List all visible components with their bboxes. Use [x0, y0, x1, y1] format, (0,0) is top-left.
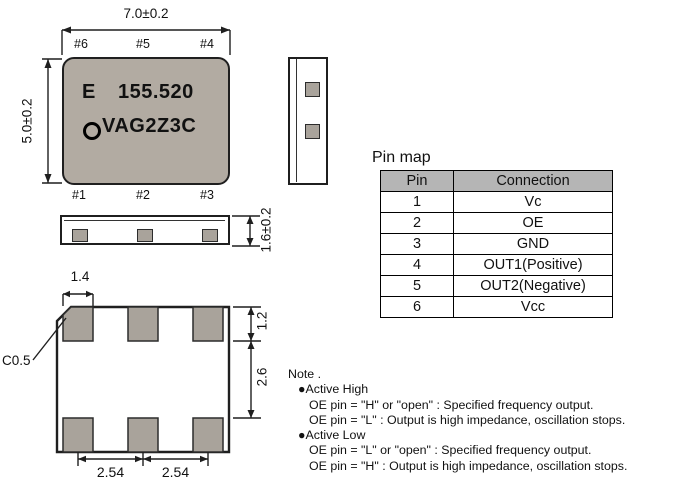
- front-view-pad: [202, 229, 218, 242]
- note-line: OE pin = "L" : Output is high impedance,…: [309, 412, 626, 427]
- dim-label-package-thickness: 1.6±0.2: [258, 207, 274, 253]
- pin-cell: 4: [380, 254, 454, 276]
- side-view-pad: [305, 124, 320, 139]
- table-row: 5 OUT2(Negative): [380, 275, 613, 297]
- table-row: 3 GND: [380, 233, 613, 255]
- pin-label-2: #2: [136, 188, 150, 202]
- table-row: 1 Vc: [380, 191, 613, 213]
- note-line: OE pin = "H" or "open" : Specified frequ…: [309, 397, 594, 412]
- dim-label-pad-height: 1.2: [254, 311, 270, 331]
- connection-cell: Vcc: [453, 296, 613, 318]
- pin-map-header-row: Pin Connection: [380, 170, 613, 192]
- dim-line-package-height: [42, 58, 62, 184]
- marking-vendor-letter: E: [82, 81, 96, 103]
- note-active-low-heading: ●Active Low: [298, 428, 366, 443]
- dim-label-package-height: 5.0±0.2: [19, 98, 35, 144]
- pin-column-header: Pin: [380, 170, 454, 192]
- dim-label-package-width: 7.0±0.2: [123, 6, 169, 21]
- note-active-high-heading: ●Active High: [298, 382, 369, 397]
- pin-cell: 5: [380, 275, 454, 297]
- front-view-lid-line: [64, 220, 225, 221]
- dim-line-pad-pitch: [77, 452, 209, 466]
- marking-frequency: 155.520: [118, 81, 194, 103]
- dim-label-pitch-2: 2.54: [161, 464, 190, 480]
- connection-cell: GND: [453, 233, 613, 255]
- marking-part-code: VAG2Z3C: [102, 115, 197, 137]
- note-block: Note . ●Active High OE pin = "H" or "ope…: [288, 367, 673, 474]
- connection-cell: OUT1(Positive): [453, 254, 613, 276]
- dim-label-pad-width: 1.4: [70, 269, 90, 284]
- note-line: OE pin = "L" or "open" : Specified frequ…: [309, 443, 592, 458]
- side-view-seam-line: [296, 59, 297, 182]
- dim-label-row-gap: 2.6: [254, 367, 270, 387]
- table-row: 4 OUT1(Positive): [380, 254, 613, 276]
- connection-cell: OE: [453, 212, 613, 234]
- pin-label-3: #3: [200, 188, 214, 202]
- note-line: OE pin = "H" : Output is high impedance,…: [309, 458, 628, 473]
- package-top-view: E 155.520 VAG2Z3C: [62, 57, 230, 185]
- pin-cell: 2: [380, 212, 454, 234]
- pin-cell: 6: [380, 296, 454, 318]
- dim-label-chamfer: C0.5: [2, 353, 31, 368]
- table-row: 2 OE: [380, 212, 613, 234]
- dim-line-pad-width: [62, 290, 94, 306]
- package-front-view: [60, 215, 230, 245]
- dim-line-package-thickness: [232, 215, 260, 247]
- pin-cell: 3: [380, 233, 454, 255]
- pin-label-6: #6: [74, 37, 88, 51]
- pin-map-table: Pin Connection 1 Vc 2 OE 3 GND 4 OUT1(Po…: [380, 170, 613, 318]
- connection-cell: OUT2(Negative): [453, 275, 613, 297]
- pin1-marker-circle: [83, 122, 101, 140]
- note-title: Note .: [288, 367, 322, 381]
- package-side-view: [288, 57, 328, 185]
- connection-cell: Vc: [453, 191, 613, 213]
- dim-line-pad-height-and-gap: [233, 306, 261, 419]
- table-row: 6 Vcc: [380, 296, 613, 318]
- pin-map-title: Pin map: [372, 149, 431, 166]
- pin-cell: 1: [380, 191, 454, 213]
- pin-label-4: #4: [200, 37, 214, 51]
- pin-label-1: #1: [72, 188, 86, 202]
- front-view-pad: [137, 229, 153, 242]
- connection-column-header: Connection: [453, 170, 613, 192]
- package-bottom-view: [55, 305, 231, 454]
- pin-label-5: #5: [136, 37, 150, 51]
- dim-label-pitch-1: 2.54: [96, 464, 125, 480]
- chamfer-leader-line: [32, 317, 67, 361]
- dim-line-package-width: [61, 26, 231, 55]
- front-view-pad: [72, 229, 88, 242]
- side-view-pad: [305, 82, 320, 97]
